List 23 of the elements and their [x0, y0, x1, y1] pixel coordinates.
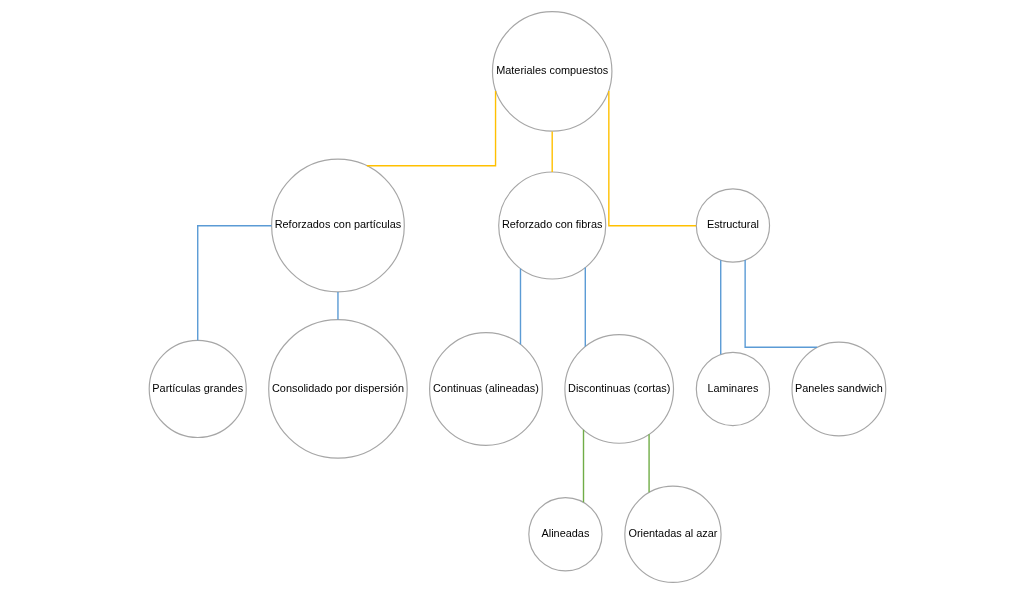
node-circle: Alineadas	[527, 497, 603, 572]
connector	[743, 259, 818, 348]
node-circle: Materiales compuestos	[491, 11, 612, 132]
node-circle: Estructural	[695, 188, 770, 263]
connector	[551, 130, 553, 173]
connector	[196, 225, 272, 341]
node-circle: Reforzado con fibras	[497, 171, 606, 280]
node-circle: Laminares	[695, 351, 770, 427]
node-circle: Continuas (alineadas)	[428, 331, 543, 446]
connector	[607, 90, 697, 227]
connector	[365, 90, 496, 167]
node-circle: Partículas grandes	[148, 339, 247, 439]
connector	[519, 268, 521, 346]
node-circle: Reforzados con partículas	[270, 158, 405, 293]
node-circle: Consolidado por dispersión	[267, 319, 408, 459]
connector	[336, 291, 339, 321]
connector	[582, 429, 584, 503]
connector	[719, 259, 721, 356]
connector	[647, 433, 650, 493]
node-circle: Paneles sandwich	[790, 341, 886, 437]
node-circle: Orientadas al azar	[623, 485, 722, 583]
connector	[584, 266, 586, 348]
node-circle: Discontinuas (cortas)	[563, 334, 674, 444]
